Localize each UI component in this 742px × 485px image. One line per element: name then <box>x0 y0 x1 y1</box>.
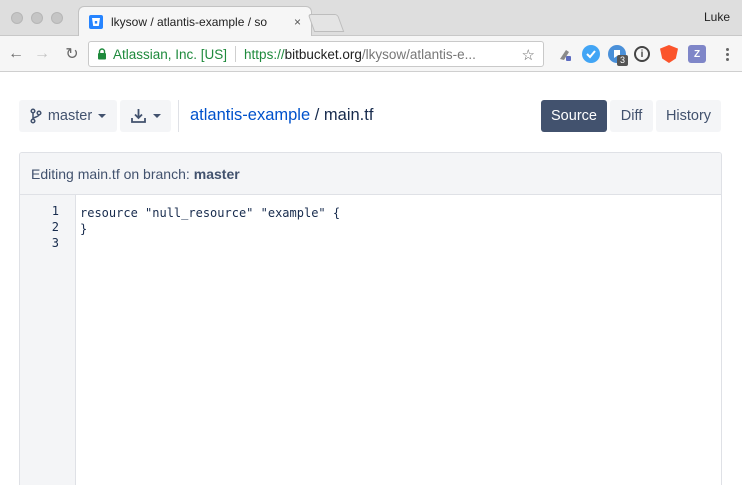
code-line[interactable] <box>80 237 340 253</box>
close-window-button[interactable] <box>11 12 23 24</box>
ev-certificate-org: Atlassian, Inc. [US] <box>113 46 228 62</box>
brave-shield-icon[interactable] <box>660 45 678 63</box>
download-icon <box>131 109 146 123</box>
branch-label: master <box>47 108 93 124</box>
line-number: 3 <box>51 236 59 250</box>
chevron-down-icon <box>153 114 161 118</box>
extension-check-icon[interactable] <box>582 45 600 63</box>
tab-title: lkysow / atlantis-example / so <box>111 15 268 29</box>
download-button[interactable] <box>120 100 171 132</box>
code-area[interactable]: resource "null_resource" "example" { } <box>80 205 340 253</box>
breadcrumb-file: main.tf <box>323 106 374 124</box>
tab-diff[interactable]: Diff <box>610 100 653 132</box>
tab-source[interactable]: Source <box>541 100 607 132</box>
zotero-icon[interactable]: Z <box>688 45 706 63</box>
lock-icon <box>98 48 106 60</box>
url-scheme: https:// <box>244 46 285 62</box>
reload-icon[interactable]: ↻ <box>65 46 79 63</box>
extension-pin-icon[interactable] <box>556 45 574 63</box>
branch-icon <box>30 108 42 124</box>
url-path: /lkysow/atlantis-e... <box>361 46 476 62</box>
branch-selector-button[interactable]: master <box>19 100 117 132</box>
new-tab-button[interactable] <box>307 14 345 32</box>
breadcrumb: atlantis-example / main.tf <box>190 106 373 125</box>
editor-header-text: Editing main.tf on branch: <box>31 165 190 182</box>
browser-tab-active[interactable]: lkysow / atlantis-example / so × <box>78 6 312 37</box>
line-number: 1 <box>51 204 59 218</box>
file-header: master atlantis-example / main.tf Source… <box>19 100 721 132</box>
minimize-window-button[interactable] <box>31 12 43 24</box>
editor-branch-name: master <box>193 165 240 182</box>
bookmark-star-icon[interactable]: ☆ <box>521 47 535 64</box>
forward-icon[interactable]: → <box>34 45 50 62</box>
breadcrumb-separator: / <box>310 106 324 124</box>
zoom-window-button[interactable] <box>51 12 63 24</box>
profile-name[interactable]: Luke <box>703 10 730 24</box>
bitbucket-favicon-icon <box>89 15 103 29</box>
browser-titlebar: lkysow / atlantis-example / so × Luke <box>0 0 742 37</box>
url-host: bitbucket.org <box>284 46 362 62</box>
line-number-gutter: 1 2 3 <box>20 195 76 485</box>
back-icon[interactable]: ← <box>8 45 24 62</box>
file-editor: Editing main.tf on branch: master 1 2 3 … <box>19 152 722 485</box>
tab-history[interactable]: History <box>656 100 721 132</box>
extension-badge: 3 <box>617 55 629 66</box>
browser-toolbar: ← → ↻ Atlassian, Inc. [US] https://bitbu… <box>0 36 742 72</box>
browser-menu-icon[interactable] <box>718 45 736 63</box>
tab-close-icon[interactable]: × <box>293 15 301 29</box>
editor-header: Editing main.tf on branch: master <box>20 153 721 195</box>
address-divider <box>235 46 237 62</box>
line-number: 2 <box>51 220 59 234</box>
header-divider <box>178 100 179 132</box>
extension-info-icon[interactable]: i <box>634 46 650 62</box>
breadcrumb-repo-link[interactable]: atlantis-example <box>190 106 311 124</box>
address-bar[interactable]: Atlassian, Inc. [US] https://bitbucket.o… <box>88 41 544 67</box>
code-line[interactable]: } <box>80 222 88 236</box>
code-line[interactable]: resource "null_resource" "example" { <box>80 206 341 220</box>
chevron-down-icon <box>98 114 107 118</box>
